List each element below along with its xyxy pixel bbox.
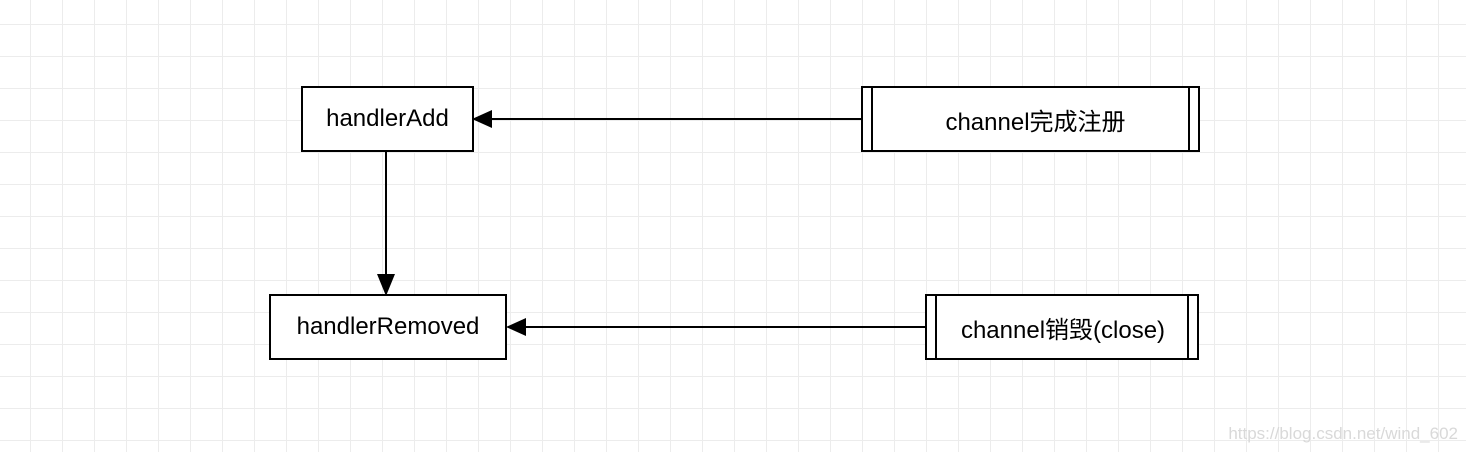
edge-registered-to-handleradd [472,110,861,128]
watermark-text: https://blog.csdn.net/wind_602 [1228,424,1458,443]
arrowhead-left [506,318,526,336]
node-handler-removed[interactable]: handlerRemoved [269,294,507,360]
node-handler-add[interactable]: handlerAdd [301,86,474,152]
arrowhead-left [472,110,492,128]
node-label: handlerAdd [326,105,449,132]
node-channel-close[interactable]: channel销毁(close) [925,294,1199,360]
node-channel-registered[interactable]: channel完成注册 [861,86,1200,152]
node-label: channel完成注册 [945,108,1126,136]
node-label: handlerRemoved [296,313,480,340]
arrowhead-down [377,274,395,296]
edge-close-to-handlerremoved [506,318,925,336]
node-label: channel销毁(close) [960,316,1166,344]
edge-handleradd-to-handlerremoved [377,152,395,296]
